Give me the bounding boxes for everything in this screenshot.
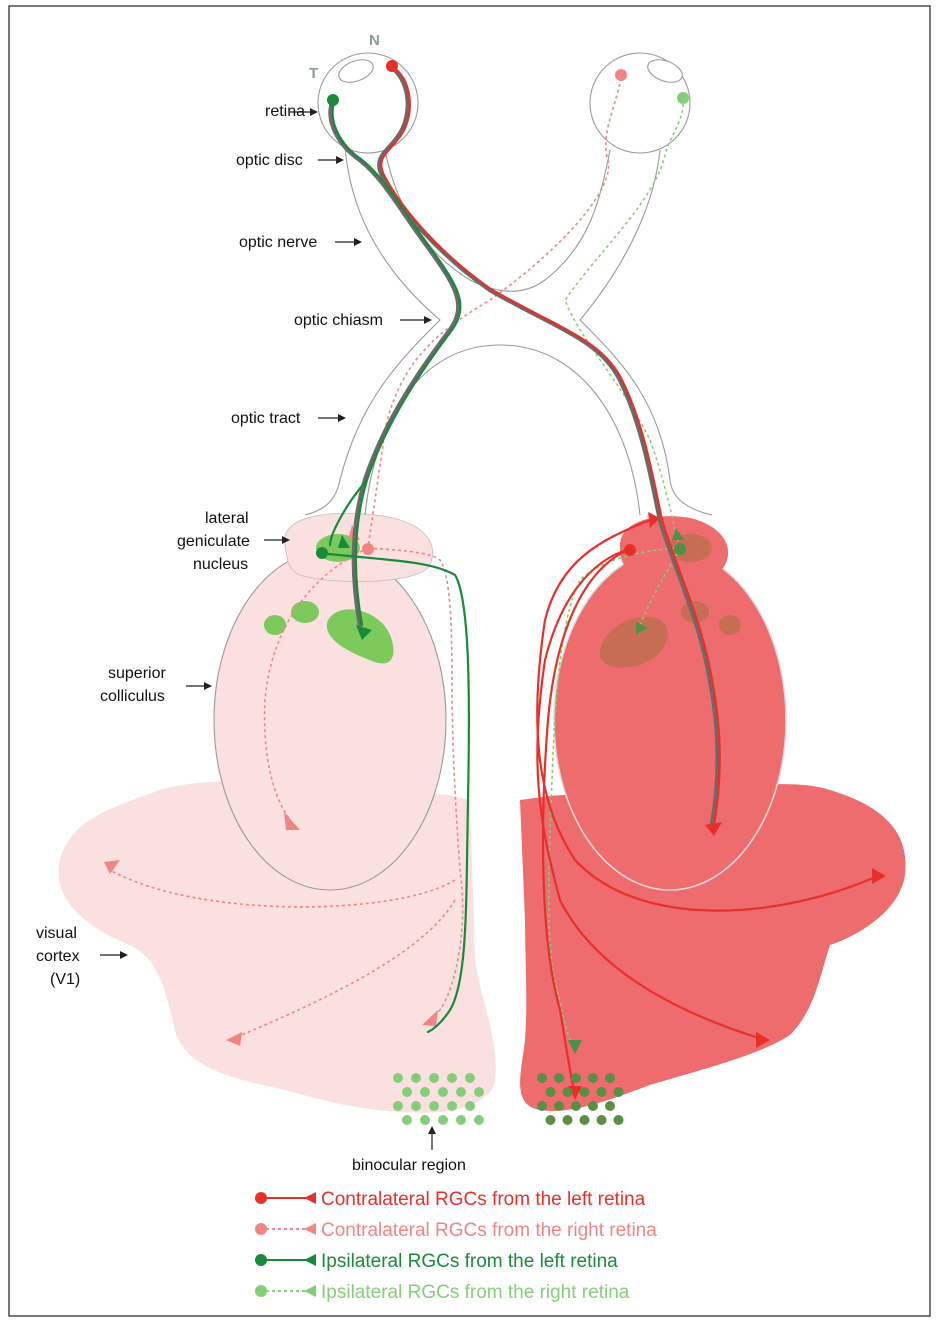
binocular-dot [563,1115,573,1125]
legend-arrowhead [304,1192,316,1204]
binocular-dot [429,1101,439,1111]
binocular-dot [554,1073,564,1083]
legend-item: Contralateral RGCs from the left retina [255,1189,646,1210]
binocular-dot [537,1073,547,1083]
binocular-dot [456,1115,466,1125]
binocular-dot [393,1073,403,1083]
nasal-label: N [369,32,380,49]
binocular-dot [605,1073,615,1083]
binocular-dot [588,1073,598,1083]
binocular-dot [588,1101,598,1111]
binocular-dot [465,1073,475,1083]
binocular-dot [580,1115,590,1125]
right-retina-green-dot [677,92,689,104]
legend-dot [255,1223,267,1235]
binocular-dot [420,1115,430,1125]
legend-dot [255,1254,267,1266]
legend-item: Ipsilateral RGCs from the left retina [255,1251,618,1272]
optic-chiasm-label: optic chiasm [294,312,383,329]
legend-item: Contralateral RGCs from the right retina [255,1220,657,1241]
left-superior-colliculus [214,550,446,890]
binocular-dot [438,1115,448,1125]
legend-arrowhead [304,1254,316,1266]
binocular-dot [546,1087,556,1097]
binocular-dot [597,1087,607,1097]
legend-dot [255,1192,267,1204]
binocular-dot [474,1115,484,1125]
legend-label: Contralateral RGCs from the right retina [321,1220,657,1241]
binocular-dot [571,1073,581,1083]
legend-label: Contralateral RGCs from the left retina [321,1189,646,1210]
binocular-dot [554,1101,564,1111]
binocular-dot [411,1073,421,1083]
sc-label-line1: superior [108,665,166,682]
legend-arrowhead [304,1285,316,1297]
v1-label-line3: (V1) [50,971,80,988]
binocular-dot [605,1101,615,1111]
temporal-label: T [309,65,318,82]
binocular-dot [402,1115,412,1125]
binocular-dot [537,1101,547,1111]
left-retina-red-dot [386,60,398,72]
legend-arrowhead [304,1223,316,1235]
lgn-label-line2: geniculate [177,533,250,550]
optic-tract-label: optic tract [231,410,301,427]
lgn-label-line3: nucleus [193,556,248,573]
optic-structure-outline [305,53,712,515]
v1-label-line1: visual [36,925,77,942]
binocular-dot [420,1087,430,1097]
binocular-dot [438,1087,448,1097]
binocular-dot [563,1087,573,1097]
binocular-dot [546,1115,556,1125]
legend: Contralateral RGCs from the left retinaC… [255,1189,657,1303]
binocular-dot [580,1087,590,1097]
legend-dot [255,1285,267,1297]
binocular-dot [447,1073,457,1083]
binocular-dot [429,1073,439,1083]
right-lgn-red-dot [624,544,636,556]
binocular-dot [571,1101,581,1111]
binocular-dot [474,1087,484,1097]
right-sc-green-patch-3 [719,615,741,635]
legend-label: Ipsilateral RGCs from the left retina [321,1251,618,1272]
binocular-dot [597,1115,607,1125]
right-lgn-green-dot [674,543,686,555]
right-retina-pink-dot [615,69,627,81]
binocular-dot [402,1087,412,1097]
binocular-dot [465,1101,475,1111]
legend-item: Ipsilateral RGCs from the right retina [255,1282,630,1303]
legend-label: Ipsilateral RGCs from the right retina [321,1282,630,1303]
lgn-label-line1: lateral [205,510,249,527]
binocular-dot [456,1087,466,1097]
binocular-dot [614,1087,624,1097]
left-sc-green-patch-2 [291,601,319,623]
right-superior-colliculus [554,550,786,890]
binocular-dot [614,1115,624,1125]
binocular-dot [411,1101,421,1111]
left-lgn-pink-dot [362,543,374,555]
optic-nerve-label: optic nerve [239,234,317,251]
binocular-dot [447,1101,457,1111]
left-lgn-green-dot [316,547,328,559]
optic-disc-label: optic disc [236,152,303,169]
v1-label-line2: cortex [36,948,80,965]
binocular-dot [393,1101,403,1111]
figure-border [9,6,930,1316]
left-retina-green-dot [327,94,339,106]
sc-label-line2: colliculus [100,688,165,705]
binocular-region-label: binocular region [352,1157,466,1174]
